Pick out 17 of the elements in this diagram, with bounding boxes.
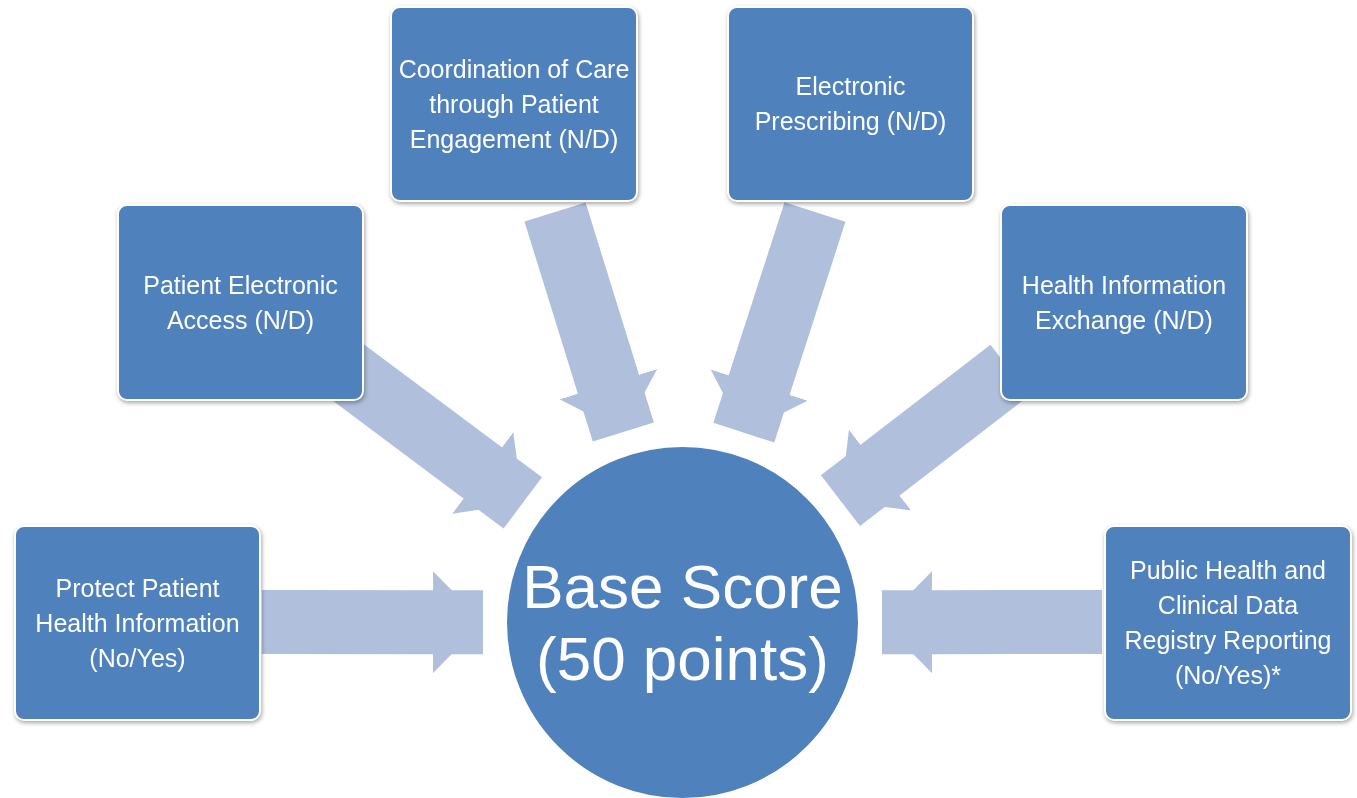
block-arrow	[262, 571, 483, 674]
box-label: Health Information Exchange (N/D)	[1020, 269, 1228, 336]
block-arrow	[524, 202, 658, 442]
box-label: Patient Electronic Access (N/D)	[142, 269, 339, 336]
category-box	[727, 6, 974, 202]
category-box	[1000, 204, 1248, 401]
box-label: Protect Patient Health Information (No/Yes)	[34, 572, 241, 674]
circle-label: Base Score (50 points)	[521, 550, 844, 695]
block-arrow	[710, 202, 846, 443]
category-box	[117, 204, 364, 401]
category-box	[14, 525, 261, 721]
box-label: Public Health and Clinical Data Registry Reporting (No/Yes)*	[1123, 555, 1333, 691]
category-box	[390, 6, 638, 202]
category-box	[1104, 525, 1352, 721]
block-arrow	[882, 571, 1102, 674]
box-label: Electronic Prescribing (N/D)	[753, 71, 948, 137]
box-label: Coordination of Care through Patient Engagement (N/D)	[398, 53, 630, 155]
